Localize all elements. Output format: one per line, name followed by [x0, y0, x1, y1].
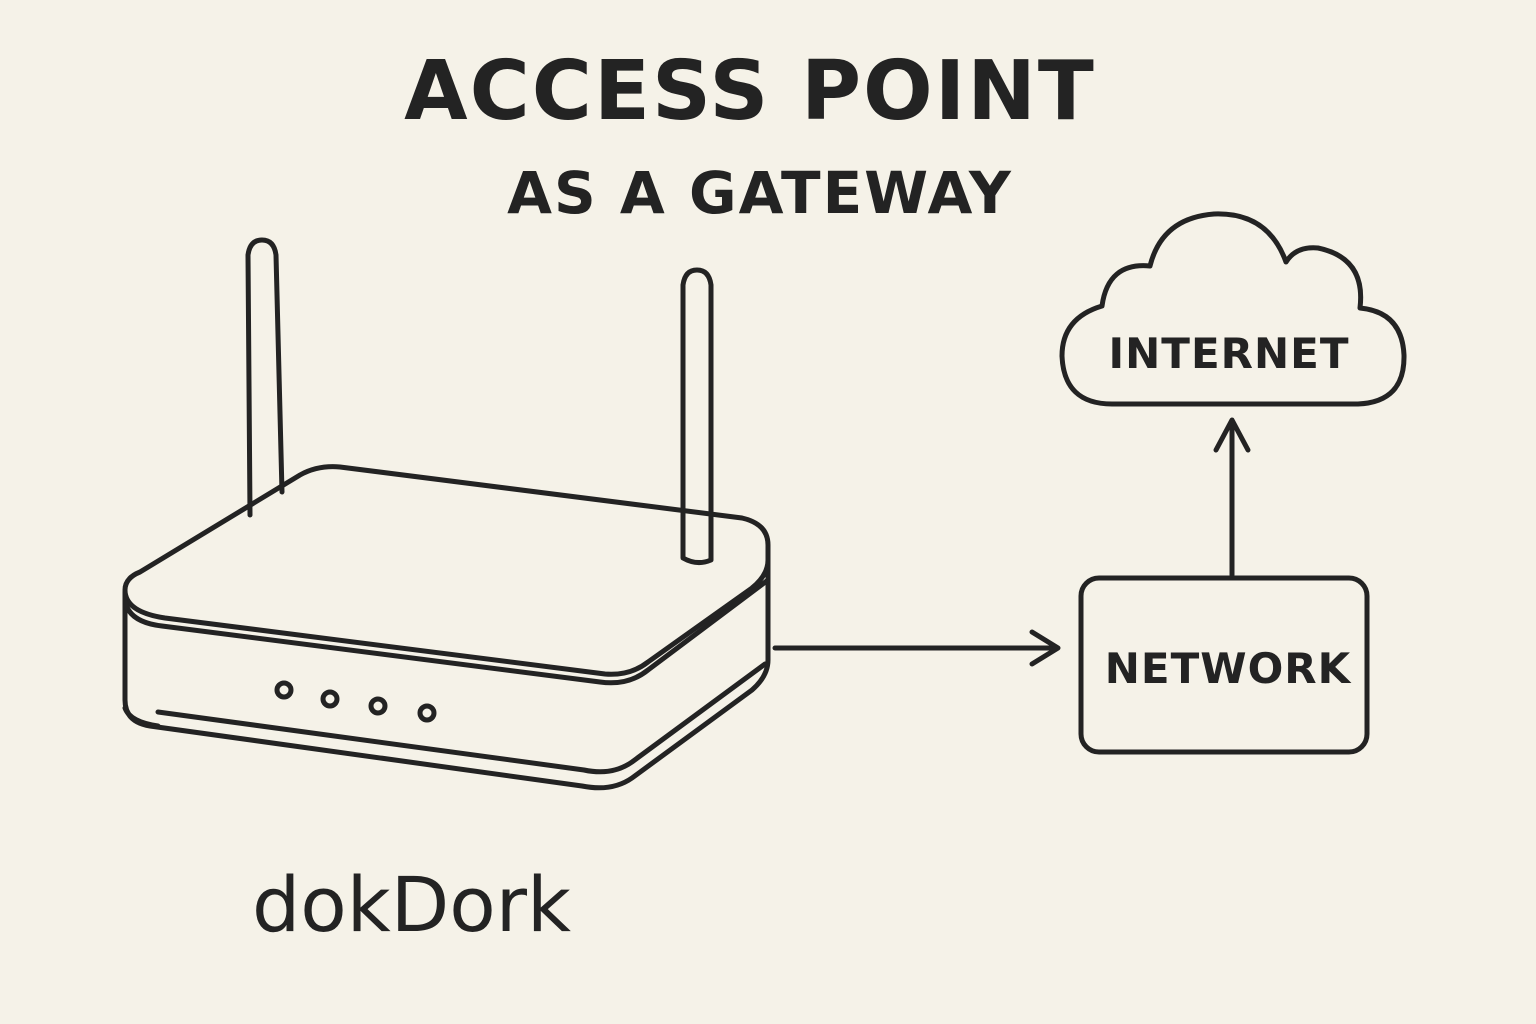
- access-point-label: dokDork: [252, 860, 572, 949]
- edge-router-to-network: [772, 629, 1061, 667]
- right-antenna: [680, 267, 714, 566]
- network-label: NETWORK: [1105, 644, 1352, 693]
- edge-network-to-internet: [1213, 417, 1251, 578]
- internet-node: INTERNET: [1059, 211, 1407, 407]
- arrowhead-right: [1029, 629, 1061, 667]
- left-antenna: [245, 237, 285, 518]
- network-node: NETWORK: [1078, 575, 1370, 755]
- status-led: [368, 696, 388, 716]
- cloud-icon: [1059, 211, 1407, 407]
- diagram-title: ACCESS POINT: [404, 44, 1096, 139]
- router-front-stripe: [155, 661, 768, 775]
- router-top: [122, 464, 771, 677]
- wireless-router-icon: [122, 237, 771, 791]
- arrowhead-up: [1213, 417, 1251, 453]
- diagram-subtitle: AS A GATEWAY: [507, 159, 1013, 227]
- router-band-lower: [122, 705, 161, 729]
- status-led: [320, 689, 340, 709]
- network-box: [1078, 575, 1370, 755]
- router-band-upper: [122, 577, 771, 686]
- status-led: [274, 680, 294, 700]
- status-led: [417, 703, 437, 723]
- internet-label: INTERNET: [1109, 329, 1350, 378]
